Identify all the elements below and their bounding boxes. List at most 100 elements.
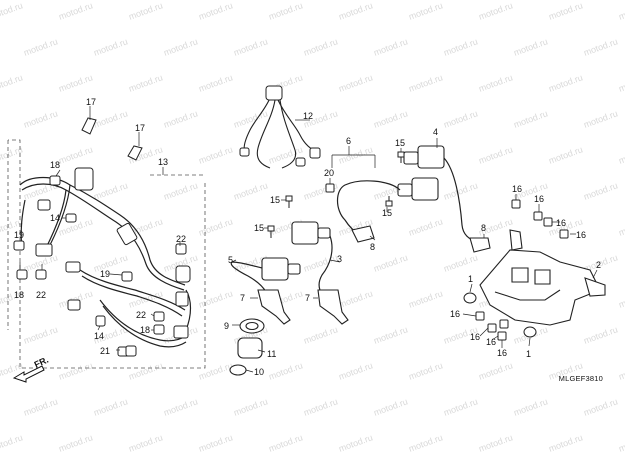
ignition-coil-upper [397,145,445,201]
callout-19a: 19 [14,230,24,240]
watermark-text: motod.ru [127,0,164,22]
callout-9: 9 [224,321,229,331]
watermark-text: motod.ru [477,432,514,454]
callout-15c: 15 [270,195,280,205]
watermark-text: motod.ru [127,72,164,94]
watermark-text: motod.ru [582,396,619,418]
watermark-text: motod.ru [267,0,304,22]
watermark-text: motod.ru [0,432,24,454]
callout-7b: 7 [305,293,310,303]
callout-22a: 22 [36,290,46,300]
watermark-text: motod.ru [267,360,304,382]
watermark-text: motod.ru [617,144,625,166]
leader-lines [19,106,598,373]
watermark-text: motod.ru [617,432,625,454]
watermark-text: motod.ru [57,72,94,94]
front-label: FR. [33,355,50,370]
callout-14a: 14 [50,213,60,223]
watermark-text: motod.ru [337,360,374,382]
watermark-text: motod.ru [407,216,444,238]
watermark-text: motod.ru [57,360,94,382]
watermark-text: motod.ru [197,0,234,22]
watermark-text: motod.ru [617,360,625,382]
watermark-text: motod.ru [267,432,304,454]
watermark-text: motod.ru [547,144,584,166]
watermark-text: motod.ru [337,72,374,94]
watermark-text: motod.ru [92,180,129,202]
watermark-text: motod.ru [407,360,444,382]
watermark-text: motod.ru [92,252,129,274]
callout-17a: 17 [86,97,96,107]
watermark-text: motod.ru [372,252,409,274]
callout-16a: 16 [512,184,522,194]
ecu-bracket [479,229,606,326]
watermark-text: motod.ru [617,216,625,238]
callout-16d: 16 [576,230,586,240]
watermark-text: motod.ru [92,36,129,58]
watermark-text: motod.ru [617,72,625,94]
watermark-text: motod.ru [57,0,94,22]
callout-15d: 15 [254,223,264,233]
watermark-text: motod.ru [547,0,584,22]
watermark-text: motod.ru [197,216,234,238]
watermark-text: motod.ru [407,0,444,22]
watermark-text: motod.ru [162,108,199,130]
callout-20: 20 [324,168,334,178]
callout-16g: 16 [486,337,496,347]
watermark-text: motod.ru [92,108,129,130]
callout-6: 6 [346,136,351,146]
callout-16e: 16 [450,309,460,319]
callout-18c: 18 [140,325,150,335]
watermark-text: motod.ru [22,396,59,418]
watermark-text: motod.ru [22,108,59,130]
callout-1a: 1 [468,274,473,284]
watermark-text: motod.ru [617,288,625,310]
watermark-text: motod.ru [337,288,374,310]
watermark-text: motod.ru [477,0,514,22]
small-clips-right [125,183,569,357]
watermark-text: motod.ru [0,72,24,94]
watermark-text: motod.ru [127,360,164,382]
spark-plug-caps [257,225,491,325]
watermark-text: motod.ru [547,432,584,454]
callout-7a: 7 [240,293,245,303]
harness-group-frame [8,139,206,369]
seals [229,318,265,376]
callout-11: 11 [267,349,276,359]
watermark-text: motod.ru [337,432,374,454]
small-clips [13,175,187,357]
callout-21: 21 [100,346,110,356]
watermark-text: motod.ru [442,36,479,58]
watermark-text: motod.ru [407,288,444,310]
watermark-text: motod.ru [197,72,234,94]
callout-3: 3 [337,254,342,264]
watermark-text: motod.ru [442,396,479,418]
watermark-text: motod.ru [407,72,444,94]
watermark-text: motod.ru [162,396,199,418]
ignition-coil-lower [261,221,331,281]
watermark-text: motod.ru [477,144,514,166]
callout-16c: 16 [556,218,566,228]
watermark-text: motod.ru [197,360,234,382]
watermark-text: motod.ru [407,432,444,454]
watermark-text: motod.ru [232,180,269,202]
watermark-text: motod.ru [617,0,625,22]
watermark-text: motod.ru [337,0,374,22]
watermark-text: motod.ru [547,72,584,94]
watermark-text: motod.ru [127,432,164,454]
callouts: 17 17 13 18 14 19 18 22 22 19 22 18 14 2… [14,97,601,377]
watermark-text: motod.ru [372,36,409,58]
watermark-text: motod.ru [0,0,24,22]
callout-1b: 1 [526,349,531,359]
watermark-text: motod.ru [442,180,479,202]
callout-2: 2 [596,260,601,270]
watermark-text: motod.ru [57,432,94,454]
callout-22c: 22 [136,310,146,320]
watermark-text: motod.ru [372,108,409,130]
callout-17b: 17 [135,123,145,133]
watermark-text: motod.ru [162,180,199,202]
watermark-text: motod.ru [512,36,549,58]
watermark-text: motod.ru [302,324,339,346]
